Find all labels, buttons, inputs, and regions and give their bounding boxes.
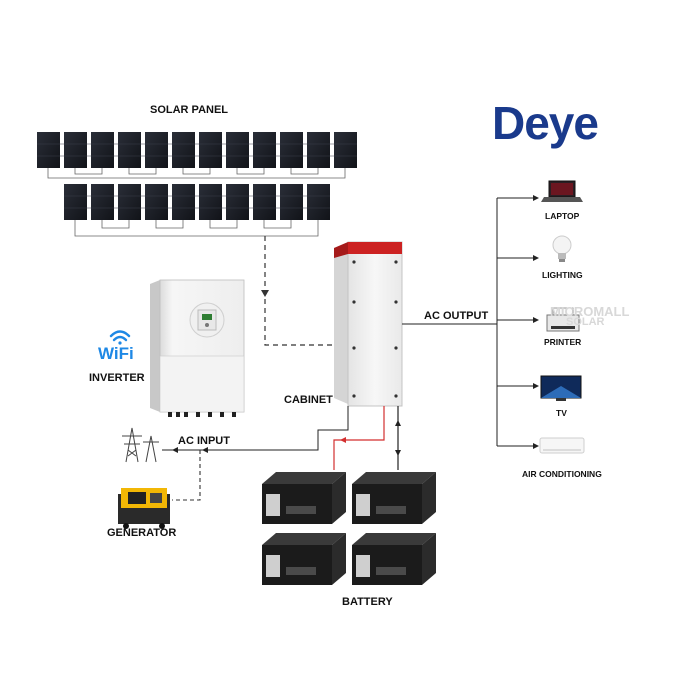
load-label-printer: PRINTER [544,337,582,347]
cabinet-unit [334,241,403,407]
watermark-line-1: MICROMALL [550,304,630,319]
load-label-air-conditioning: AIR CONDITIONING [522,469,602,479]
battery-label: BATTERY [342,596,393,608]
deye-logo: Deye [492,97,599,149]
light-bulb-icon [552,235,572,262]
load-label-tv: TV [556,408,567,418]
inverter-unit [150,279,245,417]
battery-wiring [333,406,399,470]
generator-label: GENERATOR [107,527,177,539]
generator-unit [118,488,170,529]
pv-dc-line [264,236,348,346]
air-conditioner-icon [539,437,585,454]
ac-output-lines [402,197,533,447]
power-tower-icon [122,427,159,463]
load-label-laptop: LAPTOP [545,211,580,221]
solar-panel-row-2 [64,184,330,220]
solar-panel-label: SOLAR PANEL [150,104,229,116]
battery-module-3 [262,533,346,585]
generator-line [172,450,201,501]
ac-input-line [162,406,349,451]
battery-module-2 [352,472,436,524]
printer-icon [546,307,580,332]
tv-icon [540,375,582,401]
load-label-lighting: LIGHTING [542,270,583,280]
battery-module-4 [352,533,436,585]
battery-bank [262,472,436,585]
ac-output-label: AC OUTPUT [424,310,489,322]
solar-panel-array [37,132,357,237]
laptop-icon [541,180,583,202]
wifi-label: WiFi [98,344,134,363]
inverter-label: INVERTER [89,372,145,384]
watermark-line-2: SOLAR [566,316,605,328]
battery-module-1 [262,472,346,524]
ac-input-label: AC INPUT [178,435,230,447]
wifi-icon [109,330,131,345]
cabinet-label: CABINET [284,394,333,406]
solar-panel-row-1 [37,132,357,168]
